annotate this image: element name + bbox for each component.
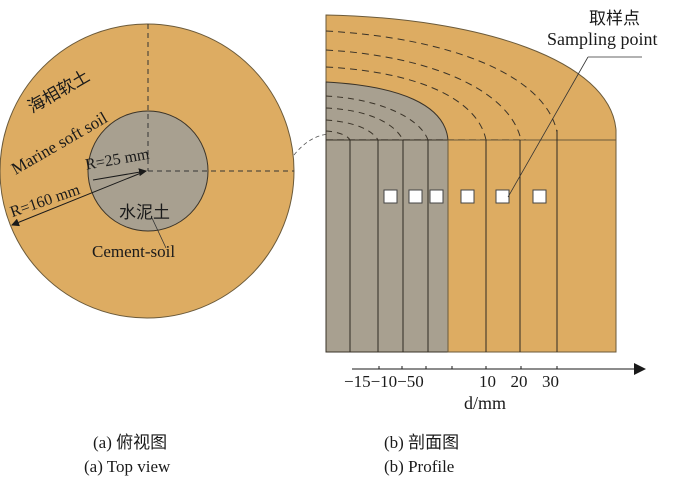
caption-b-cn: (b) 剖面图 — [384, 433, 460, 452]
caption-a-en: (a) Top view — [84, 457, 171, 476]
cement-column — [325, 139, 449, 353]
soil-dashed-arcs — [325, 30, 558, 141]
layer-lines — [349, 130, 558, 352]
cement-label-cn: 水泥土 — [119, 203, 170, 222]
axis-tick-labels-pos: 10 20 30 — [479, 372, 559, 391]
d-axis-arrowhead — [634, 363, 646, 375]
profile-view — [325, 14, 646, 375]
sampling-label-cn: 取样点 — [589, 9, 640, 28]
inner-radius-arrow — [92, 168, 147, 181]
sampling-label-en: Sampling point — [547, 29, 658, 49]
cement-dashed-arcs — [326, 95, 429, 140]
soil-column — [447, 139, 617, 353]
axis-ticks — [378, 366, 558, 369]
top-view — [0, 23, 331, 319]
caption-b-en: (b) Profile — [384, 457, 455, 476]
sampling-leader — [507, 56, 589, 198]
sampling-points — [383, 189, 547, 204]
caption-a-cn: (a) 俯视图 — [93, 433, 168, 452]
outer-radius-arrow — [11, 170, 147, 227]
axis-tick-labels-neg: −15−10−50 — [344, 372, 424, 391]
zoom-connector-arc — [293, 133, 331, 156]
axis-label: d/mm — [464, 393, 507, 413]
cement-leader-line — [151, 217, 167, 249]
cement-label-en: Cement-soil — [92, 242, 176, 261]
